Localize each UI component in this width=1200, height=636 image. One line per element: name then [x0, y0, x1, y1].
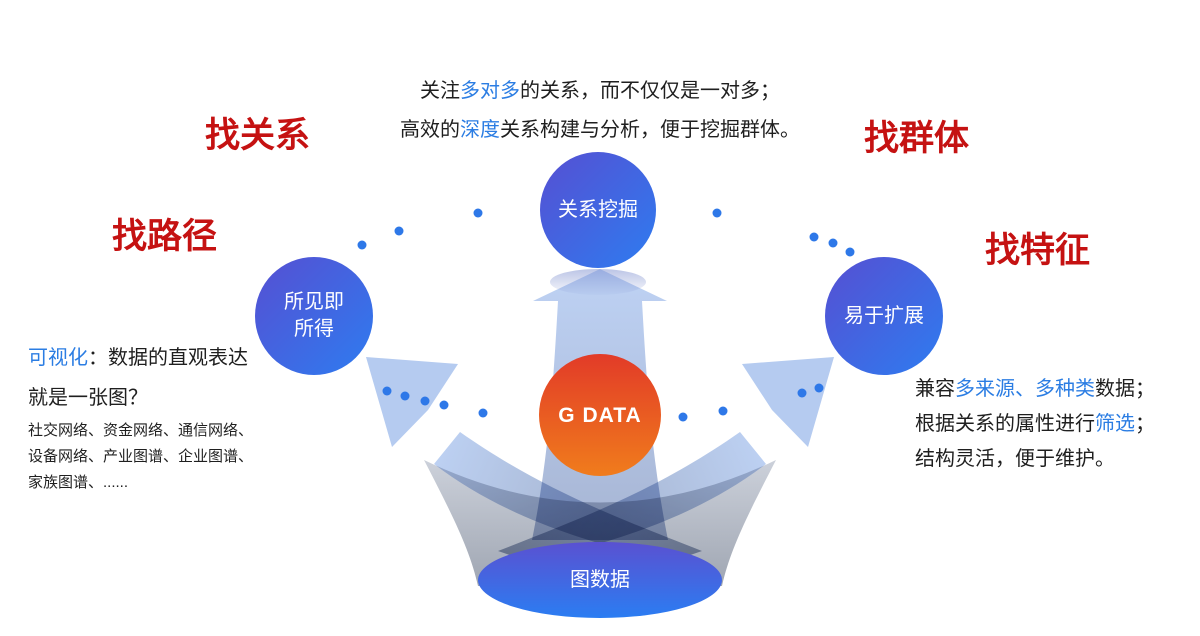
node-gdata: G DATA: [539, 354, 661, 476]
dotted-arc-top-left: [357, 208, 483, 250]
node-label: 所见即: [284, 291, 344, 313]
right-arrow-head: [742, 357, 834, 447]
node-label: 关系挖掘: [558, 198, 638, 221]
panel-text: 根据关系的属性进行: [915, 413, 1095, 435]
dotted-arc-top-right: [712, 208, 855, 257]
left-panel-small-line: 家族图谱、......: [28, 474, 129, 491]
panel-text: 结构灵活，便于维护。: [915, 448, 1115, 470]
dotted-arc-bottom-right: [678, 383, 824, 422]
top-annotation-line1: 关注多对多的关系，而不仅仅是一对多；: [0, 72, 1200, 111]
right-panel-line1: 兼容多来源、多种类数据；: [915, 372, 1200, 407]
top-annotation: 关注多对多的关系，而不仅仅是一对多； 高效的深度关系构建与分析，便于挖掘群体。: [0, 72, 1200, 150]
node-graph-data: 图数据: [478, 542, 722, 618]
dotted-arc-bottom-left: [382, 386, 488, 418]
heading-find-paths: 找路径: [112, 217, 218, 256]
note-highlight: 多对多: [460, 80, 520, 102]
top-node-reflection: [550, 269, 646, 295]
left-panel: 可视化：数据的直观表达 就是一张图？ 社交网络、资金网络、通信网络、 设备网络、…: [28, 338, 328, 496]
panel-highlight: 可视化: [28, 347, 88, 369]
top-annotation-line2: 高效的深度关系构建与分析，便于挖掘群体。: [0, 111, 1200, 150]
note-text: 的关系，而不仅仅是一对多；: [520, 80, 780, 102]
left-panel-line2: 就是一张图？: [28, 387, 148, 409]
heading-find-relations: 找关系: [205, 116, 311, 155]
left-arrow-head: [366, 357, 458, 447]
right-arrow-shaft: [498, 432, 766, 562]
note-text: 关注: [420, 80, 460, 102]
panel-text: ；: [1135, 413, 1155, 435]
left-panel-line1: 可视化：数据的直观表达: [28, 338, 328, 378]
note-highlight: 深度: [460, 119, 500, 141]
heading-find-groups: 找群体: [864, 119, 970, 158]
node-relation-mining: 关系挖掘: [540, 152, 656, 268]
left-panel-small-line: 设备网络、产业图谱、企业图谱、: [28, 448, 254, 465]
panel-text: ：数据的直观表达: [88, 347, 248, 369]
node-wysiwyg: 所见即 所得: [255, 257, 373, 375]
node-label: 图数据: [570, 568, 630, 591]
node-label: G DATA: [558, 403, 642, 427]
right-panel-line2: 根据关系的属性进行筛选；: [915, 407, 1200, 442]
panel-text: 数据；: [1095, 378, 1155, 400]
panel-highlight: 多来源、多种类: [955, 378, 1095, 400]
panel-text: 兼容: [915, 378, 955, 400]
note-text: 高效的: [400, 119, 460, 141]
node-easy-extend: 易于扩展: [825, 257, 943, 375]
left-panel-small-line: 社交网络、资金网络、通信网络、: [28, 422, 254, 439]
note-text: 关系构建与分析，便于挖掘群体。: [500, 119, 800, 141]
node-label: 所得: [294, 318, 334, 340]
panel-highlight: 筛选: [1095, 413, 1135, 435]
node-label: 易于扩展: [844, 304, 924, 327]
heading-find-features: 找特征: [985, 231, 1091, 270]
right-panel-line3: 结构灵活，便于维护。: [915, 442, 1200, 477]
right-panel: 兼容多来源、多种类数据； 根据关系的属性进行筛选； 结构灵活，便于维护。: [915, 372, 1200, 477]
